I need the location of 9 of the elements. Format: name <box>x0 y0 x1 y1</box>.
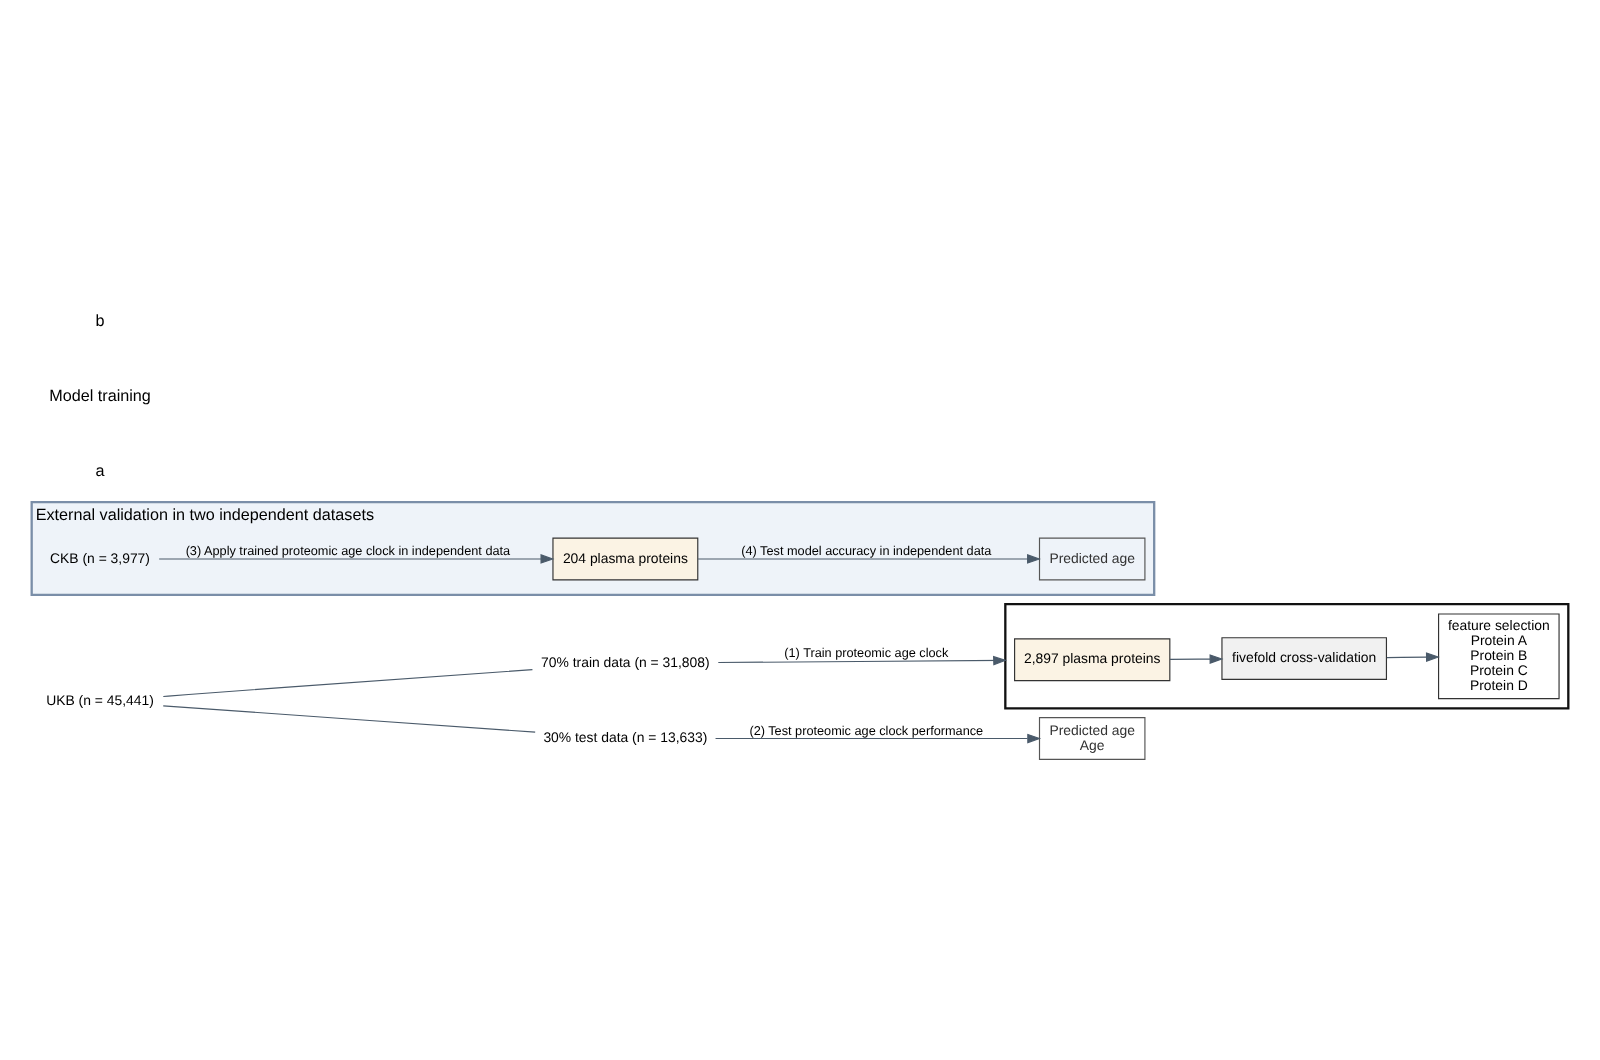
arrow <box>1386 652 1440 662</box>
arrow <box>158 554 555 564</box>
connector <box>162 669 533 698</box>
arrow <box>714 733 1042 744</box>
cluster <box>1004 603 1570 710</box>
connector <box>162 705 536 733</box>
arrow <box>717 655 1008 666</box>
arrow <box>1169 654 1224 664</box>
arrow <box>697 554 1041 564</box>
